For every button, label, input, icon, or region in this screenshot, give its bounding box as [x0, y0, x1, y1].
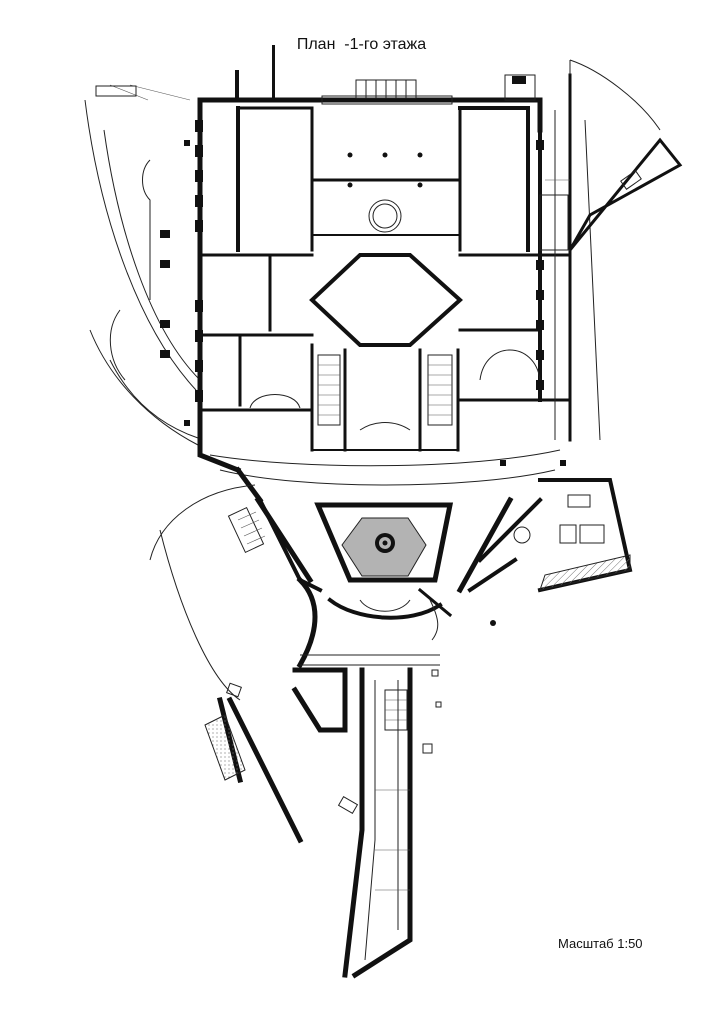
top-entrance-steps — [321, 79, 453, 105]
column-grid — [160, 120, 544, 426]
central-rotunda — [309, 199, 463, 347]
right-curving-walls — [417, 497, 543, 641]
interior-walls — [198, 178, 572, 452]
arched-rooms — [249, 349, 541, 431]
south-corridor — [216, 654, 440, 979]
site-markers — [422, 620, 496, 754]
stairs — [317, 354, 453, 731]
southwest-entrance — [204, 682, 246, 781]
plan-title: План -1-го этажа — [296, 36, 427, 53]
east-annex — [500, 460, 633, 593]
left-terrace-curves — [84, 84, 201, 446]
top-annex — [235, 45, 661, 131]
scale-label: Масштаб 1:50 — [558, 936, 643, 951]
northeast-wing — [568, 137, 683, 251]
right-gallery — [539, 110, 601, 441]
central-hexagonal-hall — [314, 502, 454, 583]
